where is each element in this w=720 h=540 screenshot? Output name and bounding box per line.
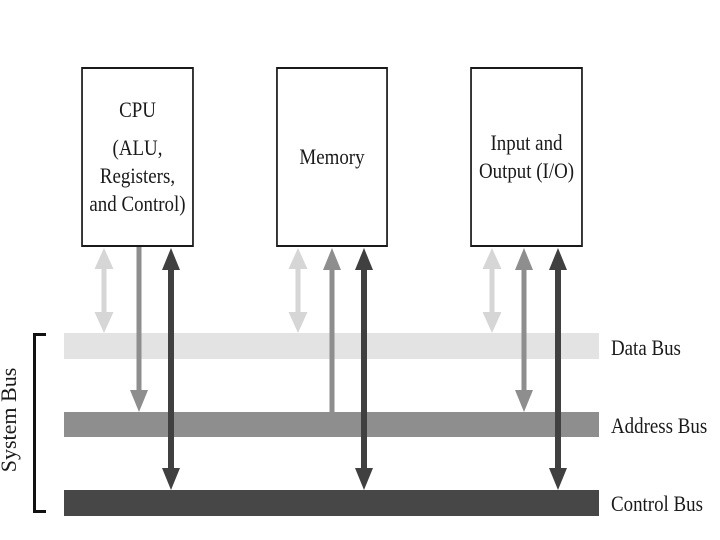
memory-data-bus-arrow [288, 248, 308, 333]
io-address-bus-arrow [515, 248, 533, 412]
io-data-arrow-shaft [489, 268, 495, 313]
cpu-address-arrowhead-down [130, 390, 148, 412]
memory-address-arrowhead-up [323, 248, 341, 270]
io-address-arrowhead-down [515, 390, 533, 412]
cpu-detail-line-3: and Control) [89, 191, 186, 216]
cpu-address-arrow-shaft [136, 247, 142, 391]
io-address-arrowhead-up [515, 248, 533, 270]
cpu-control-arrowhead-down [162, 468, 180, 490]
cpu-data-bus-arrow [94, 248, 114, 333]
memory-address-bus-arrow [323, 248, 341, 413]
memory-title: Memory [299, 144, 365, 169]
address-bus-label: Address Bus [611, 413, 708, 438]
io-data-arrowhead-up [482, 248, 502, 269]
memory-control-arrowhead-up [355, 248, 373, 270]
cpu-box: CPU (ALU, Registers, and Control) [81, 67, 194, 247]
cpu-data-arrow-shaft [101, 268, 107, 313]
memory-box: Memory [276, 67, 388, 247]
io-title-line-2: Output (I/O) [478, 158, 575, 183]
control-bus-bar [64, 490, 599, 516]
memory-control-bus-arrow [355, 248, 373, 490]
data-bus-label: Data Bus [611, 335, 681, 360]
system-bus-label: System Bus [0, 367, 21, 473]
cpu-title: CPU [119, 97, 156, 122]
address-bus-bar [64, 412, 599, 437]
memory-data-arrowhead-up [288, 248, 308, 269]
cpu-control-arrow-shaft [168, 269, 174, 469]
memory-data-arrow-shaft [295, 268, 301, 313]
cpu-control-arrowhead-up [162, 248, 180, 270]
cpu-address-bus-arrow [130, 247, 148, 412]
memory-control-arrow-shaft [361, 269, 367, 469]
system-bus-bracket [33, 333, 46, 513]
memory-address-arrow-shaft [329, 269, 335, 413]
cpu-detail-line-1: (ALU, [112, 135, 163, 160]
io-data-arrowhead-down [482, 312, 502, 333]
cpu-data-arrowhead-up [94, 248, 114, 269]
memory-control-arrowhead-down [355, 468, 373, 490]
io-box: Input and Output (I/O) [470, 67, 583, 247]
io-control-arrowhead-down [549, 468, 567, 490]
io-data-bus-arrow [482, 248, 502, 333]
control-bus-label: Control Bus [611, 491, 703, 516]
io-control-bus-arrow [549, 248, 567, 490]
cpu-detail-line-2: Registers, [99, 163, 176, 188]
io-title-line-1: Input and [490, 130, 563, 155]
io-address-arrow-shaft [521, 269, 527, 391]
memory-data-arrowhead-down [288, 312, 308, 333]
cpu-data-arrowhead-down [94, 312, 114, 333]
io-control-arrow-shaft [555, 269, 561, 469]
io-control-arrowhead-up [549, 248, 567, 270]
cpu-control-bus-arrow [162, 248, 180, 490]
